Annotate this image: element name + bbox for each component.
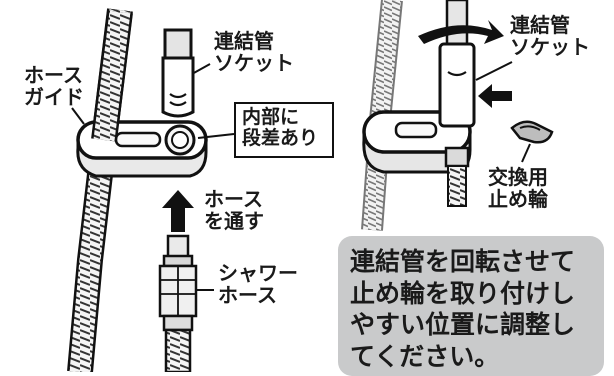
shower-hose-fitting [158, 234, 198, 372]
leader-lines-left [71, 63, 235, 291]
right-connector-pipe [438, 0, 476, 207]
rotate-arrow [418, 20, 504, 44]
pass-hose-label: ホース を通す [204, 187, 264, 234]
connector-socket-label: 連結管 ソケット [214, 29, 294, 76]
arrow-up [162, 190, 194, 232]
right-connector-socket-label: 連結管 ソケット [510, 13, 590, 60]
replacement-ring-label: 交換用 止め輪 [488, 165, 548, 212]
leader-lines-right [475, 61, 531, 163]
note-line: 止め輪を取り付けし [350, 278, 576, 308]
replacement-clip [510, 120, 554, 144]
hose-guide-bracket [76, 10, 208, 178]
instruction-note: 連結管を回転させて 止め輪を取り付けし やすい位置に調整し てください。 [338, 236, 604, 376]
shower-hose-label: シャワー ホース [218, 261, 298, 308]
note-line: てください。 [350, 341, 500, 371]
connector-socket-part [161, 28, 195, 118]
note-line: やすい位置に調整し [350, 310, 576, 339]
note-line: 連結管を回転させて [350, 247, 576, 276]
insert-arrow [478, 84, 512, 108]
inner-step-label: 内部に 段差あり [234, 102, 334, 158]
hose-guide-label: ホース ガイド [24, 63, 84, 110]
